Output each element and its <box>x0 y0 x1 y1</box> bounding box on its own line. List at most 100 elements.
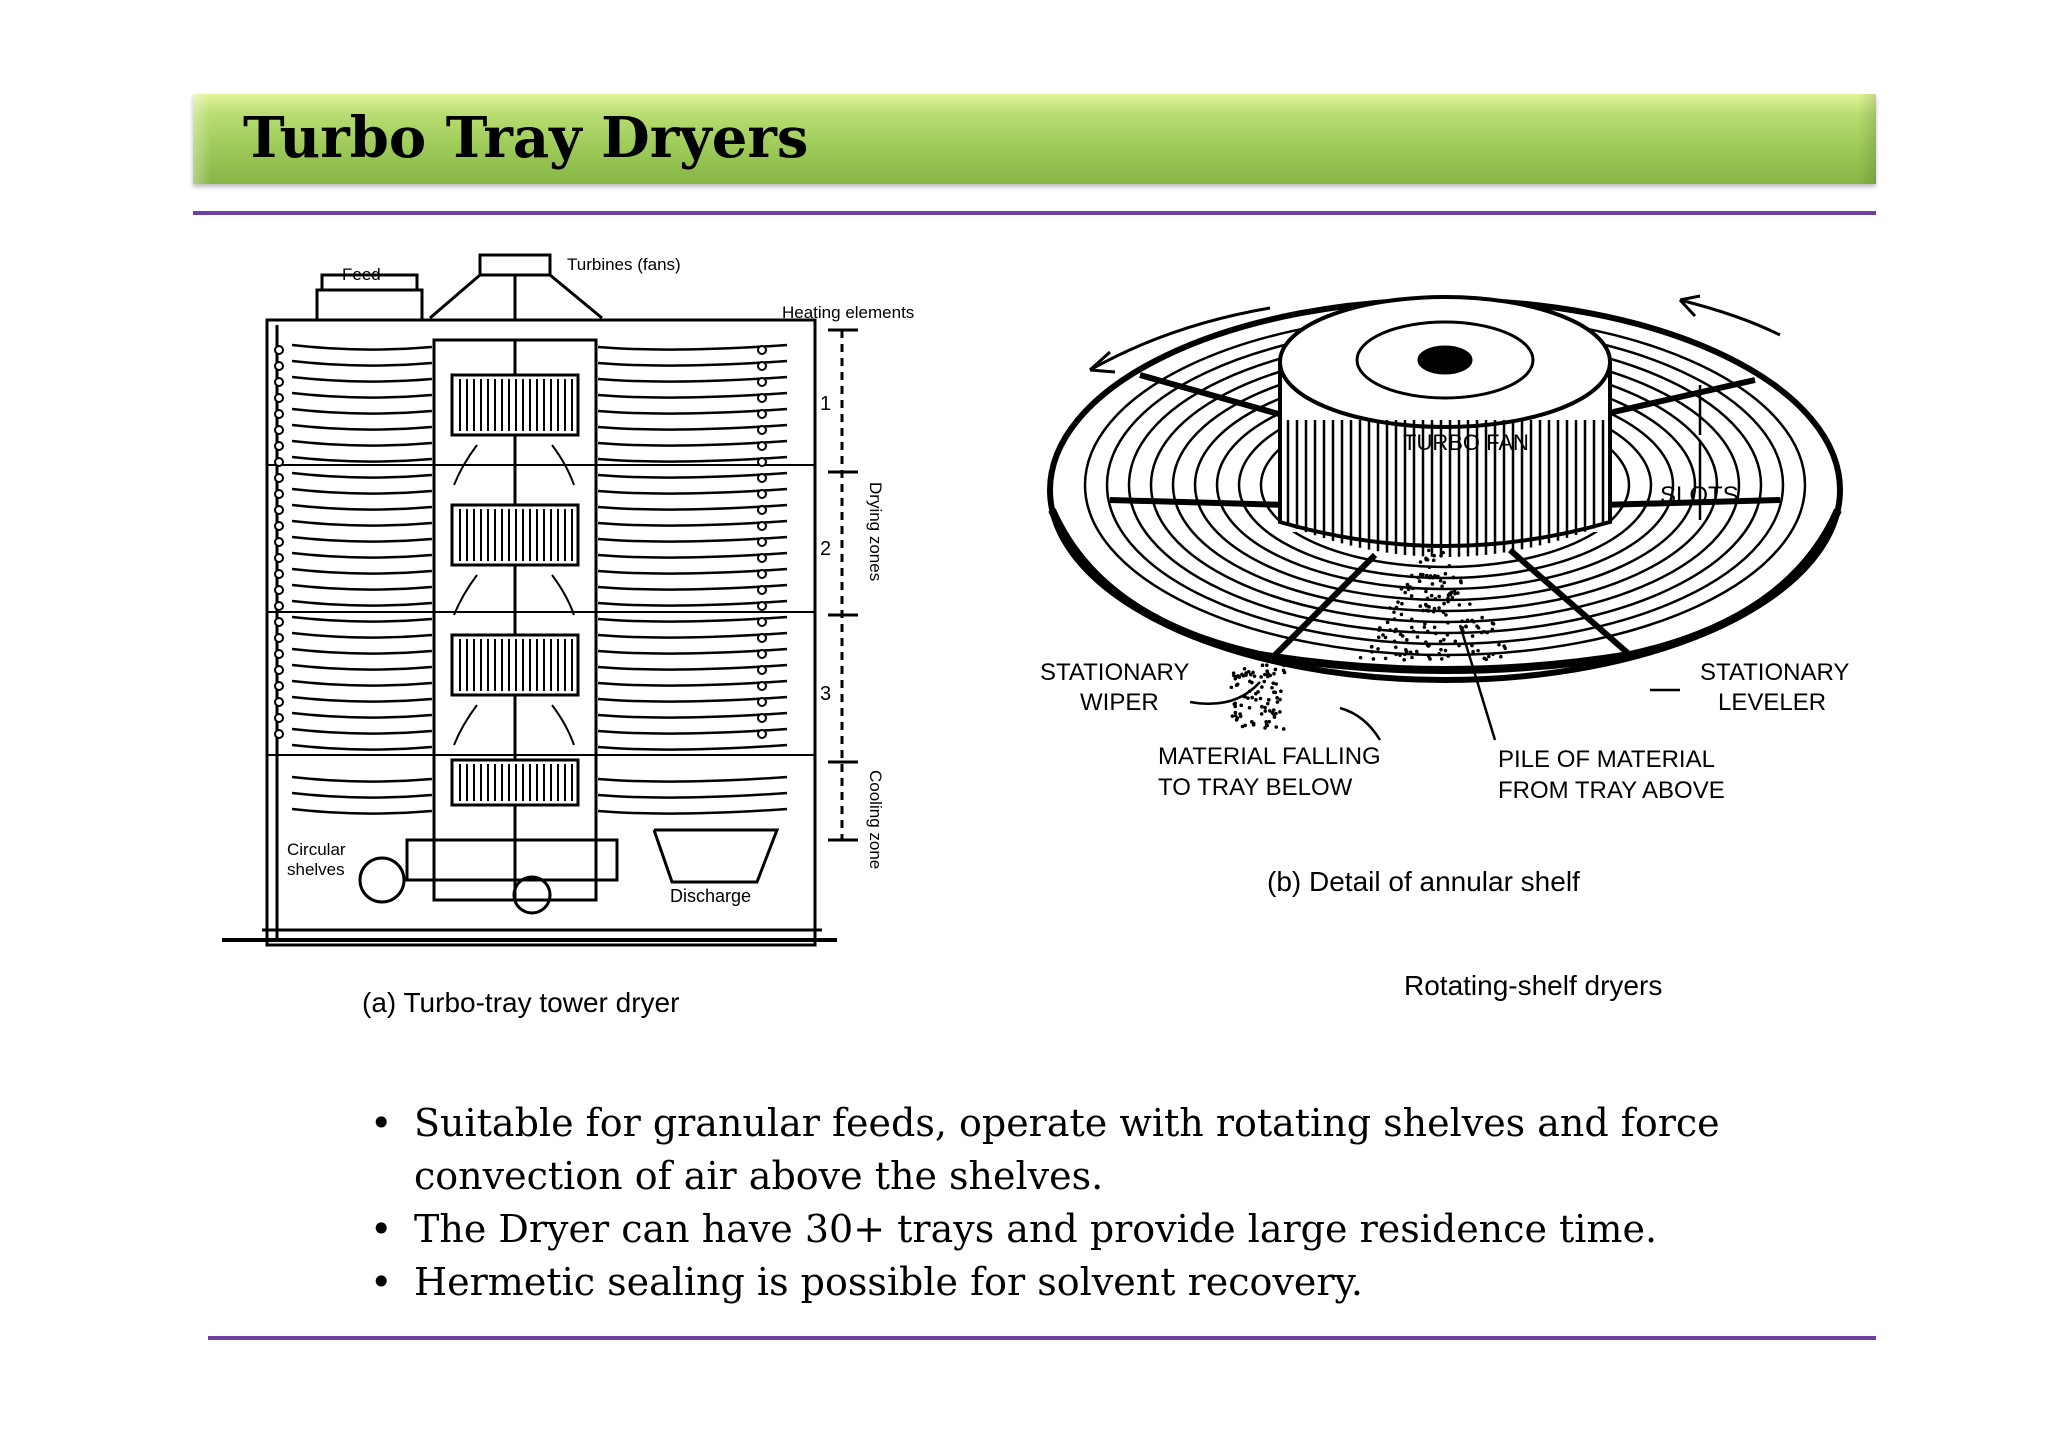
shelf <box>291 455 433 463</box>
shelf <box>597 775 788 783</box>
heating-element <box>274 409 284 419</box>
circular-shelves-label-line2: shelves <box>287 860 345 879</box>
heating-element <box>274 585 284 595</box>
heating-element <box>274 633 284 643</box>
shelf <box>291 567 433 575</box>
stationary-leveler-label-line1: STATIONARY <box>1700 659 1849 686</box>
heating-element <box>274 729 284 739</box>
heating-element <box>274 425 284 435</box>
circular-shelves-label-line1: Circular <box>287 840 346 859</box>
heating-element <box>274 521 284 531</box>
slots-label: SLOTS <box>1660 482 1739 509</box>
shelf <box>291 807 433 815</box>
heating-element <box>274 713 284 723</box>
stationary-wiper-label-line1: STATIONARY <box>1040 659 1189 686</box>
shelf <box>291 615 433 623</box>
heating-element <box>757 617 767 627</box>
heating-element <box>274 537 284 547</box>
bullet-list: Suitable for granular feeds, operate wit… <box>370 1097 1730 1309</box>
heating-element <box>757 553 767 563</box>
figure-b-caption: (b) Detail of annular shelf <box>1267 866 1580 897</box>
shelf <box>291 775 433 783</box>
shelf <box>291 343 433 351</box>
shelf <box>291 439 433 447</box>
heating-element <box>274 345 284 355</box>
shelf <box>291 375 433 383</box>
heating-element <box>274 361 284 371</box>
material-falling-label-line1: MATERIAL FALLING <box>1158 743 1381 770</box>
heating-element <box>274 665 284 675</box>
heating-element <box>274 441 284 451</box>
pile-of-material-label-line2: FROM TRAY ABOVE <box>1498 777 1725 804</box>
shelf <box>291 487 433 495</box>
heating-element <box>757 457 767 467</box>
heating-element <box>757 665 767 675</box>
shelf <box>291 519 433 527</box>
heating-element <box>274 649 284 659</box>
heating-element <box>757 649 767 659</box>
turbo-fan-label: TURBO FAN <box>1403 430 1529 455</box>
slide-title: Turbo Tray Dryers <box>243 105 809 171</box>
heating-element <box>274 377 284 387</box>
heating-element <box>757 393 767 403</box>
heating-element <box>274 457 284 467</box>
heating-element <box>757 505 767 515</box>
shelf <box>291 743 433 751</box>
annular-shelf-detail-figure: TURBO FAN SLOTS STATIONARY WIPER STATION… <box>1040 270 1860 840</box>
title-bar: Turbo Tray Dryers <box>193 94 1876 184</box>
heating-elements-label: Heating elements <box>782 303 914 322</box>
shelf <box>291 727 433 735</box>
figure-a-caption: (a) Turbo-tray tower dryer <box>362 987 680 1018</box>
pile-of-material-label-line1: PILE OF MATERIAL <box>1498 746 1715 773</box>
bullet-item: The Dryer can have 30+ trays and provide… <box>370 1203 1730 1256</box>
shelf <box>291 663 433 671</box>
heating-element <box>757 569 767 579</box>
shelf <box>291 599 433 607</box>
turbo-tray-tower-dryer-figure: Feed Turbines (fans) Heating elements 1 … <box>222 250 982 980</box>
heating-element <box>274 601 284 611</box>
heating-element <box>757 521 767 531</box>
shelf <box>291 359 433 367</box>
turbines-label: Turbines (fans) <box>567 255 681 274</box>
shelf <box>291 391 433 399</box>
shelf <box>291 535 433 543</box>
heating-element <box>757 361 767 371</box>
heating-element <box>757 345 767 355</box>
discharge-label: Discharge <box>670 886 751 906</box>
shelf <box>291 647 433 655</box>
heating-element <box>757 601 767 611</box>
heating-element <box>757 697 767 707</box>
stationary-wiper-label-line2: WIPER <box>1080 689 1159 716</box>
bottom-divider <box>208 1336 1876 1340</box>
heating-element <box>274 393 284 403</box>
shelf <box>291 503 433 511</box>
heating-element <box>274 697 284 707</box>
heating-element <box>757 585 767 595</box>
heating-element <box>757 633 767 643</box>
shelf <box>597 807 788 815</box>
shelf <box>291 551 433 559</box>
shelf <box>291 679 433 687</box>
bullet-item: Suitable for granular feeds, operate wit… <box>370 1097 1730 1203</box>
heating-element <box>274 505 284 515</box>
drying-zones-label: Drying zones <box>866 482 885 581</box>
shelf <box>291 695 433 703</box>
heating-element <box>757 409 767 419</box>
heating-element <box>757 537 767 547</box>
heating-element <box>274 617 284 627</box>
material-falling-label-line2: TO TRAY BELOW <box>1158 774 1353 801</box>
heating-element <box>757 425 767 435</box>
top-divider <box>193 211 1876 215</box>
heating-element <box>274 553 284 563</box>
heating-element <box>757 681 767 691</box>
shelf <box>291 471 433 479</box>
heating-element <box>757 473 767 483</box>
shelf <box>291 583 433 591</box>
stationary-leveler-label-line2: LEVELER <box>1718 689 1826 716</box>
zone-1-label: 1 <box>820 393 831 415</box>
bullet-item: Hermetic sealing is possible for solvent… <box>370 1256 1730 1309</box>
shelf <box>291 711 433 719</box>
heating-element <box>757 489 767 499</box>
shelf <box>597 791 788 799</box>
shelf <box>597 743 788 751</box>
